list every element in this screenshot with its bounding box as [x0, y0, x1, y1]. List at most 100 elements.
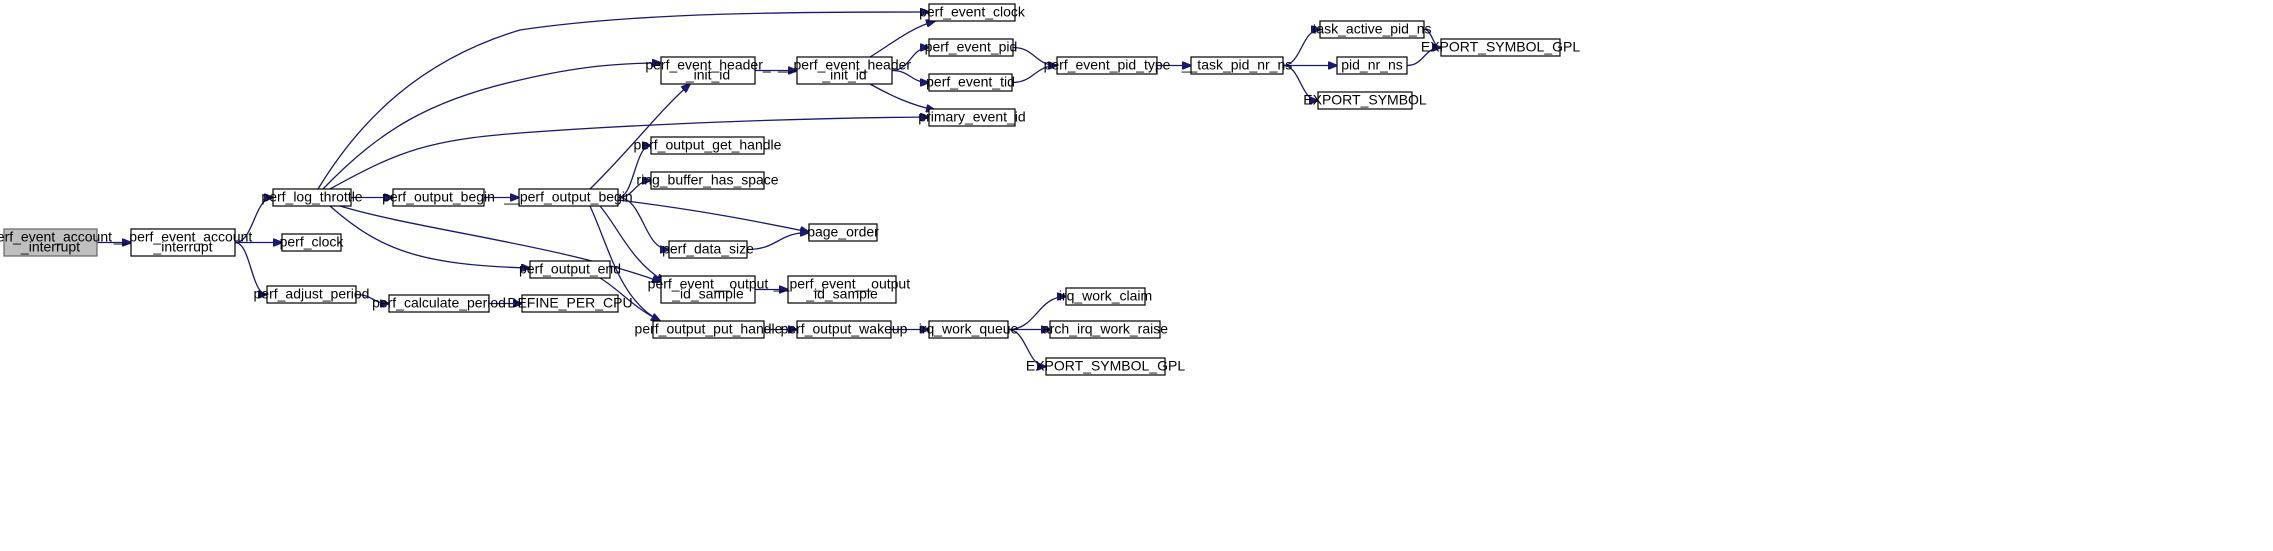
node-box-pcalc[interactable] [388, 294, 490, 313]
node-pogh[interactable]: perf_output_get_handle [634, 136, 782, 155]
node-tpnn[interactable]: __task_pid_nr_ns [1181, 56, 1293, 75]
edge-upehi-to-pei [869, 83, 935, 110]
node-box-pep[interactable] [928, 38, 1014, 57]
node-box-plt[interactable] [272, 188, 352, 207]
node-label-poe: perf_output_end [519, 261, 621, 277]
node-padj[interactable]: perf_adjust_period [254, 285, 370, 304]
node-label-pehi-line2: _init_id [685, 67, 730, 83]
node-plt[interactable]: perf_log_throttle [261, 188, 363, 207]
node-pehi[interactable]: perf_event_header__init_id [645, 56, 771, 85]
node-box-es[interactable] [1317, 91, 1413, 110]
node-box-pds[interactable] [668, 240, 748, 259]
node-pob[interactable]: perf_output_begin [382, 188, 495, 207]
node-upob[interactable]: __perf_output_begin [503, 188, 633, 207]
node-box-pept[interactable] [1056, 56, 1158, 75]
node-pet[interactable]: perf_event_tid [926, 73, 1015, 92]
node-label-aiwr: arch_irq_work_raise [1042, 321, 1168, 337]
node-label-po: page_order [807, 224, 879, 240]
node-box-pec[interactable] [928, 3, 1016, 22]
node-box-pob[interactable] [392, 188, 485, 207]
node-pep[interactable]: perf_event_pid [925, 38, 1018, 57]
node-pow[interactable]: perf_output_wakeup [781, 320, 908, 339]
node-box-pclock[interactable] [281, 233, 342, 252]
edge-upob-to-pds [617, 196, 669, 250]
node-box-poe[interactable] [529, 260, 611, 279]
node-label-pnn: pid_nr_ns [1341, 57, 1403, 73]
node-root[interactable]: perf_event_account_interrupt [0, 228, 112, 257]
node-box-pea_int[interactable] [130, 228, 236, 257]
node-box-root[interactable] [3, 228, 98, 257]
node-defcpu[interactable]: DEFINE_PER_CPU [507, 294, 633, 313]
edge-pds-to-po [746, 233, 809, 251]
node-poe[interactable]: perf_output_end [519, 260, 621, 279]
node-pei[interactable]: primary_event_id [918, 108, 1026, 127]
edge-pnn-to-esg1 [1406, 48, 1441, 67]
edge-poe-to-poph [599, 277, 660, 321]
node-poph[interactable]: perf_output_put_handle [635, 320, 783, 339]
node-box-pow[interactable] [796, 320, 892, 339]
node-label-pep: perf_event_pid [925, 39, 1018, 55]
edge-upob-to-poph [589, 205, 660, 321]
node-peois[interactable]: perf_event__output_id_sample [648, 275, 769, 304]
node-box-pogh[interactable] [650, 136, 765, 155]
node-pept[interactable]: perf_event_pid_type [1044, 56, 1171, 75]
node-label-peois-line2: _id_sample [671, 286, 744, 302]
node-rbhs[interactable]: ring_buffer_has_space [636, 171, 779, 190]
node-label-pea_int-line2: _interrupt [152, 239, 212, 255]
edge-tpnn-to-es [1282, 64, 1318, 101]
node-box-rbhs[interactable] [650, 171, 765, 190]
node-esg2[interactable]: EXPORT_SYMBOL_GPL [1026, 357, 1185, 376]
node-box-padj[interactable] [266, 285, 357, 304]
node-box-esg2[interactable] [1045, 357, 1166, 376]
node-box-aiwr[interactable] [1049, 320, 1161, 339]
node-esg1[interactable]: EXPORT_SYMBOL_GPL [1421, 38, 1580, 57]
node-box-pei[interactable] [928, 108, 1016, 127]
node-iwc[interactable]: irq_work_claim [1059, 287, 1152, 306]
node-label-upehi-line1: __perf_event_header [777, 57, 911, 73]
node-iwq[interactable]: irq_work_queue [919, 320, 1019, 339]
node-box-iwq[interactable] [928, 320, 1009, 339]
node-pclock[interactable]: perf_clock [280, 233, 345, 252]
node-box-poph[interactable] [652, 320, 765, 339]
node-pnn[interactable]: pid_nr_ns [1336, 56, 1408, 75]
node-label-pcalc: perf_calculate_period [372, 295, 506, 311]
node-pcalc[interactable]: perf_calculate_period [372, 294, 506, 313]
node-box-iwc[interactable] [1065, 287, 1146, 306]
node-upehi[interactable]: __perf_event_header_init_id [777, 56, 911, 85]
node-box-upehi[interactable] [796, 56, 893, 85]
node-pds[interactable]: perf_data_size [662, 240, 754, 259]
node-label-pclock: perf_clock [280, 234, 345, 250]
node-box-pehi[interactable] [660, 56, 756, 85]
node-box-defcpu[interactable] [521, 294, 619, 313]
edge-plt-to-pei [329, 117, 929, 190]
edge-upehi-to-pec [869, 21, 935, 58]
node-box-upeois[interactable] [787, 275, 897, 304]
node-box-pet[interactable] [928, 73, 1013, 92]
node-pea_int[interactable]: __perf_event_account_interrupt [113, 228, 253, 257]
edge-padj-to-pcalc [355, 293, 389, 304]
edge-iwq-to-esg2 [1007, 328, 1046, 367]
node-label-pec: perf_event_clock [919, 4, 1026, 20]
node-po[interactable]: page_order [807, 223, 879, 242]
node-box-pnn[interactable] [1336, 56, 1408, 75]
node-box-po[interactable] [808, 223, 878, 242]
node-label-root-line2: _interrupt [20, 239, 80, 255]
node-upeois[interactable]: __perf_event__output_id_sample [773, 275, 910, 304]
node-box-tpnn[interactable] [1190, 56, 1284, 75]
node-label-iwc: irq_work_claim [1059, 288, 1152, 304]
node-box-tapn[interactable] [1319, 20, 1425, 39]
node-label-tapn: task_active_pid_ns [1312, 21, 1431, 37]
node-pec[interactable]: perf_event_clock [919, 3, 1026, 22]
node-label-upob: __perf_output_begin [503, 189, 632, 205]
node-es[interactable]: EXPORT_SYMBOL [1303, 91, 1427, 110]
edge-pea_int-to-plt [234, 198, 273, 244]
node-box-esg1[interactable] [1440, 38, 1561, 57]
edge-upob-to-pogh [617, 146, 651, 199]
node-aiwr[interactable]: arch_irq_work_raise [1042, 320, 1168, 339]
edge-upehi-to-pep [891, 48, 929, 72]
node-box-peois[interactable] [660, 275, 756, 304]
node-tapn[interactable]: task_active_pid_ns [1312, 20, 1432, 39]
node-label-iwq: irq_work_queue [919, 321, 1019, 337]
node-box-upob[interactable] [518, 188, 619, 207]
